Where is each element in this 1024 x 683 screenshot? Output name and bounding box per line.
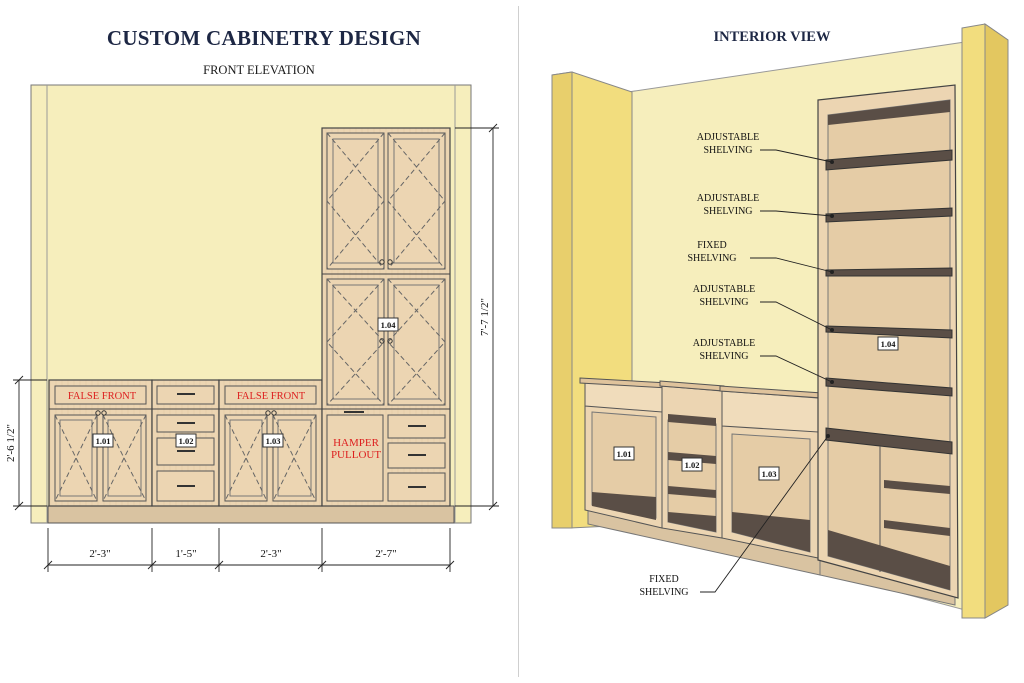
callout-1-line1: ADJUSTABLE [697, 132, 760, 143]
unit-tag-text: 1.01 [96, 436, 111, 446]
width-label-3: 2'-3" [260, 548, 281, 560]
callout-dots [826, 160, 834, 438]
width-dimension-line [43, 528, 455, 572]
callout-1-line2: SHELVING [703, 145, 752, 156]
bottom-callout-line2: SHELVING [639, 587, 688, 598]
interior-tag-1-02: 1.02 [681, 457, 703, 472]
main-title: CUSTOM CABINETRY DESIGN [106, 26, 422, 50]
callout-4-line1: ADJUSTABLE [693, 284, 756, 295]
front-elevation-drawing: 1.01 1.02 1.03 1.04 FALSE FRONT FALSE FR… [5, 84, 499, 572]
width-label-2: 1'-5" [175, 548, 196, 560]
unit-tag-text: 1.04 [381, 320, 397, 330]
interior-view-label: INTERIOR VIEW [713, 29, 831, 45]
cabinet-1-02 [151, 379, 220, 507]
base-height-dimension-line [13, 375, 47, 511]
interior-tag-1-03: 1.03 [758, 466, 780, 481]
tall-height-dimension-line [455, 123, 499, 511]
width-label-4: 2'-7" [375, 548, 396, 560]
front-elevation-panel: CUSTOM CABINETRY DESIGN FRONT ELEVATION [5, 26, 499, 572]
false-front-label-2: FALSE FRONT [237, 391, 306, 402]
callout-2-line2: SHELVING [703, 206, 752, 217]
front-elevation-label: FRONT ELEVATION [203, 63, 315, 77]
callout-3-line2: SHELVING [687, 253, 736, 264]
false-front-label-1: FALSE FRONT [68, 391, 137, 402]
unit-tag-text: 1.04 [881, 339, 897, 349]
unit-tag-1-02: 1.02 [175, 433, 197, 448]
unit-tag-text: 1.03 [266, 436, 281, 446]
unit-tag-text: 1.01 [617, 449, 632, 459]
callout-5-line1: ADJUSTABLE [693, 338, 756, 349]
callout-5-line2: SHELVING [699, 351, 748, 362]
hamper-label-line2: PULLOUT [331, 449, 381, 461]
panel-divider [518, 6, 519, 677]
interior-tag-1-01: 1.01 [613, 446, 635, 461]
hamper-label-line1: HAMPER [333, 437, 380, 449]
toe-kick [47, 505, 455, 524]
callout-2-line1: ADJUSTABLE [697, 193, 760, 204]
cabinet-1-04 [321, 127, 451, 507]
unit-tag-1-01: 1.01 [92, 433, 114, 448]
unit-tag-text: 1.03 [762, 469, 777, 479]
interior-tag-1-04: 1.04 [877, 336, 899, 351]
base-height-label: 2'-6 1/2" [5, 424, 17, 462]
bottom-callout-line1: FIXED [649, 574, 678, 585]
tall-height-label: 7'-7 1/2" [479, 298, 491, 336]
interior-view-panel: INTERIOR VIEW [520, 0, 1024, 683]
unit-tag-1-03: 1.03 [262, 433, 284, 448]
unit-tag-text: 1.02 [685, 460, 700, 470]
width-label-1: 2'-3" [89, 548, 110, 560]
callout-3-line1: FIXED [697, 240, 726, 251]
callout-4-line2: SHELVING [699, 297, 748, 308]
unit-tag-1-04: 1.04 [377, 317, 399, 332]
callout-leader-lines [700, 149, 833, 593]
interior-view-drawing: 1.01 1.02 1.03 1.04 ADJUSTABLE SHELVING … [551, 23, 1009, 619]
unit-tag-text: 1.02 [179, 436, 194, 446]
